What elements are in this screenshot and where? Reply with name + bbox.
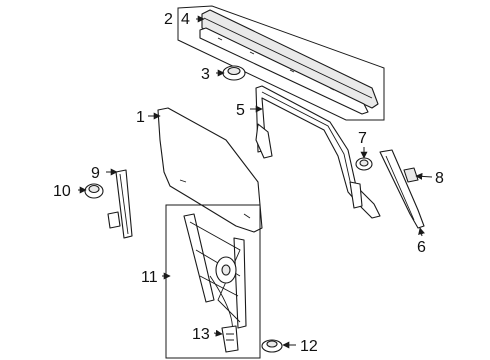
- callout-4: 4: [181, 11, 190, 28]
- grommet-part-10: [84, 183, 104, 199]
- window-regulator-part-11: [183, 213, 247, 341]
- callout-5: 5: [236, 102, 245, 119]
- callout-9: 9: [91, 165, 100, 182]
- callout-7: 7: [358, 130, 367, 147]
- callout-6: 6: [417, 239, 426, 256]
- callout-labels: 1 2 3 4 5 6 7 8 9 10 11 12 13: [53, 11, 444, 355]
- callout-13: 13: [192, 326, 210, 343]
- callout-11: 11: [141, 269, 158, 286]
- clip-part-7: [355, 157, 373, 171]
- nut-part-3: [222, 65, 246, 81]
- nut-part-12: [261, 339, 283, 353]
- callout-1: 1: [136, 109, 145, 126]
- glass-run-channel-part-5: [255, 85, 381, 219]
- group-box-2-4: [177, 5, 385, 121]
- group-box-11: [165, 204, 261, 359]
- callout-12: 12: [300, 338, 318, 355]
- motor-part-13: [221, 325, 239, 353]
- leader-lines: [78, 15, 433, 349]
- callout-8: 8: [435, 170, 444, 187]
- belt-moulding-strips: [199, 9, 379, 115]
- door-glass-part-1: [157, 107, 263, 233]
- trim-strip-part-6: [379, 149, 425, 229]
- callout-2: 2: [164, 11, 173, 28]
- division-bar-part-9: [107, 169, 133, 239]
- callout-3: 3: [201, 66, 210, 83]
- bracket-part-8: [403, 167, 419, 183]
- callout-10: 10: [53, 183, 71, 200]
